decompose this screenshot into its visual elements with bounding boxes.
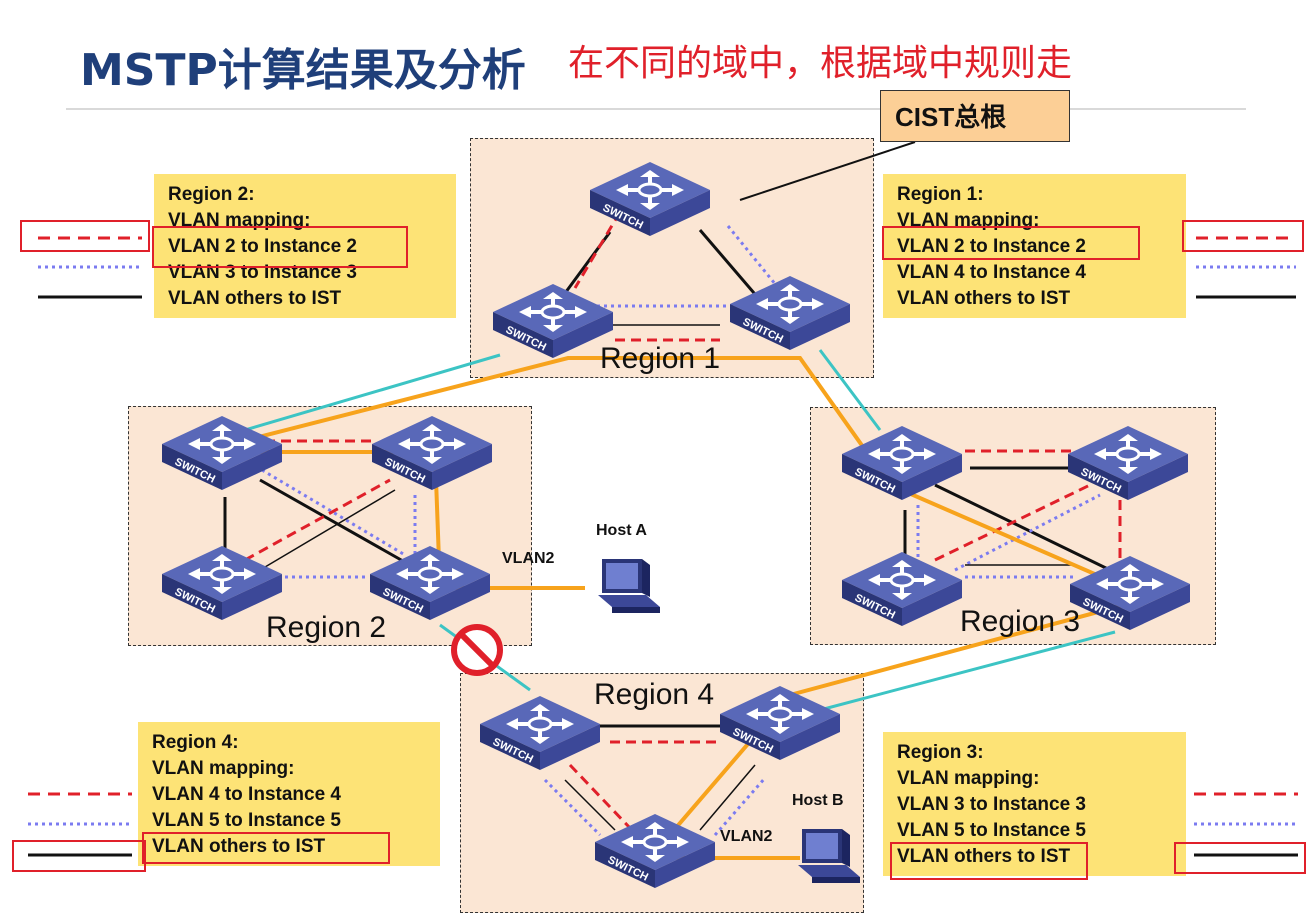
switch-r2-topleft — [160, 414, 284, 492]
highlight-legend-r2-red — [20, 220, 150, 252]
page-subtitle: 在不同的域中，根据域中规则走 — [568, 43, 1073, 84]
r2-link-ist-diag — [259, 478, 411, 567]
info-line: VLAN 2 to Instance 2 — [168, 236, 357, 257]
r3-link-inst5-diag — [934, 483, 1091, 562]
info-line: VLAN 5 to Instance 5 — [897, 820, 1086, 841]
info-line: VLAN others to IST — [152, 836, 326, 857]
info-line: VLAN mapping: — [152, 758, 295, 779]
link-r2-r1 — [244, 353, 501, 432]
switch-r3-bottomright — [1068, 554, 1192, 632]
page-title: MSTP计算结果及分析 — [80, 45, 526, 96]
switch-r3-topright — [1066, 424, 1190, 502]
host-a-label: Host A — [596, 522, 647, 539]
info-line: VLAN mapping: — [897, 768, 1040, 789]
r4-link-inst5-left — [543, 778, 602, 837]
switch-r4-right — [718, 684, 842, 762]
info-line: Region 1: — [897, 184, 984, 205]
info-line: VLAN 5 to Instance 5 — [152, 810, 341, 831]
host-b-vlan-label: VLAN2 — [720, 828, 773, 845]
link-r1-r3 — [818, 349, 882, 431]
r4-link-left — [564, 779, 616, 831]
highlight-r2-vlan2 — [152, 226, 408, 268]
info-line: Region 3: — [897, 742, 984, 763]
switch-r4-bottom — [593, 812, 717, 890]
region-3-info-box: Region 3: VLAN mapping: VLAN 3 to Instan… — [883, 732, 1186, 876]
info-line: VLAN 2 to Instance 2 — [897, 236, 1086, 257]
switch-r1-left — [491, 282, 615, 360]
cist-root-callout: CIST总根 — [880, 90, 1070, 142]
r1-link-inst4-right — [726, 225, 782, 291]
info-line: VLAN 3 to Instance 3 — [897, 794, 1086, 815]
r1-link-inst2-left — [573, 211, 622, 289]
region-1-label: Region 1 — [600, 342, 721, 375]
info-line: VLAN mapping: — [168, 210, 311, 231]
r4-link-inst5-right — [713, 777, 767, 836]
info-line: VLAN 4 to Instance 4 — [897, 262, 1086, 283]
info-line: Region 4: — [152, 732, 239, 753]
highlight-r3-others — [890, 842, 1088, 880]
highlight-r4-others — [142, 832, 390, 864]
region-1-info-box: Region 1: VLAN mapping: VLAN 2 to Instan… — [883, 174, 1186, 318]
host-a-vlan-label: VLAN2 — [502, 550, 555, 567]
highlight-legend-r4-black — [12, 840, 146, 872]
r3-link-ist-diag — [934, 483, 1111, 572]
r2-link-inst2-diag — [244, 478, 391, 562]
region-2-info-box: Region 2: VLAN mapping: VLAN 2 to Instan… — [154, 174, 456, 318]
switch-r4-left — [478, 694, 602, 772]
region-2-label: Region 2 — [266, 611, 387, 644]
highlight-legend-r1-red — [1182, 220, 1304, 252]
region-4-label: Region 4 — [594, 678, 715, 711]
r2-link-cross — [259, 489, 396, 571]
switch-r2-bottomright — [368, 544, 492, 622]
switch-r3-bottomleft — [840, 550, 964, 628]
vlan2-path-region2 — [200, 450, 585, 590]
info-line: VLAN mapping: — [897, 210, 1040, 231]
host-b-icon — [798, 829, 860, 883]
switch-r2-bottomleft — [160, 544, 284, 622]
highlight-r1-vlan2 — [882, 226, 1140, 260]
info-line: VLAN others to IST — [168, 288, 342, 309]
r4-link-right — [699, 764, 756, 831]
link-r4-r3 — [819, 630, 1116, 712]
host-b-label: Host B — [792, 792, 844, 809]
callout-pointer — [739, 141, 916, 201]
info-line: VLAN others to IST — [897, 846, 1071, 867]
blocked-port-icon — [451, 624, 503, 676]
switch-r1-root — [588, 160, 712, 238]
r4-link-inst4-left — [568, 763, 632, 830]
title-divider — [66, 108, 1246, 110]
r1-link-ist-right — [698, 229, 762, 301]
info-line: Region 2: — [168, 184, 255, 205]
switch-r2-topright — [370, 414, 494, 492]
highlight-legend-r3-black — [1174, 842, 1306, 874]
info-line: VLAN 4 to Instance 4 — [152, 784, 341, 805]
host-a-icon — [598, 559, 660, 613]
info-line: VLAN others to IST — [897, 288, 1071, 309]
region-3-label: Region 3 — [960, 605, 1081, 638]
